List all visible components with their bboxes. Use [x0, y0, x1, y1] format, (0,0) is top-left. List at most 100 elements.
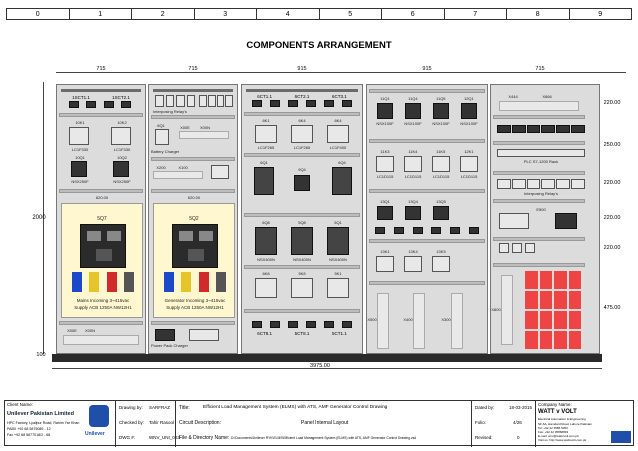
- grid-col-5: 5: [320, 9, 382, 19]
- dim-panel2: 715: [188, 66, 198, 72]
- contactor-label: 13K5: [436, 249, 446, 254]
- terminal-label: X500: [367, 317, 377, 322]
- contactor: [255, 125, 277, 143]
- current-transformer: [121, 101, 132, 108]
- contactor: [69, 127, 89, 145]
- ct-label: 1SCT2.1: [112, 95, 130, 100]
- company-address: SF-6A, Hamdard Road, Lahore Pakistan: [538, 422, 592, 426]
- air-circuit-breaker: [172, 224, 218, 268]
- grid-column-bar: 0 1 2 3 4 5 6 7 8 9: [6, 8, 632, 20]
- cable-trunking: [369, 89, 485, 93]
- current-transformer: [270, 321, 280, 328]
- contactor: [327, 278, 349, 298]
- dim-panel4: 915: [422, 66, 432, 72]
- ct-row: [248, 100, 356, 107]
- cable-trunking: [59, 113, 143, 117]
- mcb: [199, 95, 207, 107]
- mccb: [113, 161, 129, 177]
- panel-4: 11Q1 11Q4 11Q5 12Q1 NSX100F NSX100F NSX1…: [366, 84, 488, 354]
- revised-value: 0: [517, 435, 520, 440]
- ct-assembly: [68, 272, 138, 292]
- acb-door: 5Q2 Generator Incoming 3~415vac Supply A…: [153, 203, 235, 318]
- side-dimension-line: [43, 82, 44, 354]
- contactor-row: [371, 256, 455, 272]
- contactor: [327, 125, 349, 143]
- breaker-model: NSX100F: [376, 121, 394, 126]
- contactor: [432, 156, 450, 172]
- drawn-by-value: SARFRAZ: [149, 405, 171, 410]
- company-fax: Fax: +92 42 35868893: [538, 430, 569, 434]
- mccb: [291, 227, 313, 255]
- client-address: HPC Factory, Lyallpur Road, Rahim Yar Kh…: [7, 421, 80, 425]
- door-dimension: 620.00: [187, 195, 201, 200]
- interposing-relay: [155, 95, 164, 107]
- cable-trunking: [369, 281, 485, 285]
- breaker-model: NSX100F: [432, 121, 450, 126]
- dated-label: Dated by:: [475, 405, 495, 410]
- mcb: [554, 331, 567, 349]
- client-phone: PABX +92 68 5879089 - 12: [7, 427, 51, 431]
- current-transformer: [89, 272, 100, 292]
- panel-3: 6CT1.1 6CT2.1 6CT3.1 6K1 6K4 6K4 LC1F265…: [241, 84, 363, 354]
- base-dimension-label: 100: [36, 352, 46, 358]
- door-dimension: 620.00: [95, 195, 109, 200]
- brand-name: Unilever: [85, 431, 105, 437]
- current-transformer: [216, 272, 227, 292]
- ct-label: 6CT3.1: [331, 94, 347, 99]
- folio-label: Folio:: [475, 420, 487, 425]
- acb-caption: Supply ACB 1250A NW12H1: [74, 305, 132, 310]
- cable-trunking: [369, 139, 485, 143]
- cable-trunking: [369, 189, 485, 193]
- company-email[interactable]: E-mail: wnv@wattvvolt.com.pk: [538, 434, 579, 438]
- terminal-label: X300: [441, 317, 451, 322]
- grid-col-8: 8: [507, 9, 570, 19]
- contactor-label: 11K5: [436, 149, 446, 154]
- ct-row: [65, 101, 135, 108]
- contactor-label: 11K3: [380, 149, 390, 154]
- current-transformer: [342, 100, 352, 107]
- current-transformer: [324, 321, 334, 328]
- file-value: D:\Documents\Unilever RYK\ELMS\Efficient…: [231, 436, 417, 440]
- interposing-relay: [176, 95, 185, 107]
- mccb: [405, 103, 421, 119]
- cable-trunking: [493, 199, 585, 203]
- mcb: [525, 311, 538, 329]
- grid-col-4: 4: [257, 9, 320, 19]
- contactor-model: LC1D115: [432, 174, 450, 179]
- company-subtitle: Electrical Automation & Engineering: [538, 417, 586, 421]
- current-transformer: [306, 100, 316, 107]
- indicator-row: [499, 243, 579, 253]
- contactor-model: LC1F400: [329, 145, 347, 150]
- cable-trunking: [151, 157, 235, 161]
- company-website[interactable]: Visit us: http://www.wattvvolt.com.pk: [538, 438, 587, 442]
- right-dimension: 220.00: [603, 215, 621, 221]
- breaker-label: 10Q2: [117, 155, 127, 160]
- breaker-label: 9Q4: [298, 167, 306, 172]
- terminal-label: X800: [491, 307, 501, 312]
- circuit-value: Panel Internal Layout: [301, 420, 349, 426]
- breaker-label: 6Q1: [157, 123, 165, 128]
- terminal-label: X666: [542, 94, 552, 99]
- grid-col-9: 9: [598, 11, 603, 18]
- power-pack-caption: Power Pack Charger: [151, 343, 188, 348]
- acb-caption: Mains Incoming 3~415vac: [76, 298, 130, 303]
- unilever-logo: [89, 405, 109, 427]
- battery-charger-unit: [155, 129, 169, 145]
- terminal-label: X00N: [199, 125, 210, 130]
- panel-2: Interposing Relay's 6Q1 Battery Charger …: [148, 84, 238, 354]
- cable-trunking: [59, 321, 143, 325]
- panel-5: X444 X666 PLC S7-1200 Rack Interposing R…: [490, 84, 600, 354]
- mccb: [332, 167, 352, 195]
- current-transformer: [103, 101, 114, 108]
- breaker-label: 5Q8: [298, 220, 306, 225]
- contactor: [111, 127, 131, 145]
- right-dimension: 220.00: [603, 245, 621, 251]
- contactor-model: LC1F330: [113, 147, 131, 152]
- mcb: [525, 271, 538, 289]
- mccb: [377, 103, 393, 119]
- din-rail: [153, 89, 233, 92]
- mcb: [568, 271, 581, 289]
- relay-bank: [155, 95, 195, 107]
- mcb: [539, 331, 552, 349]
- breaker-model: NSX400N: [293, 257, 311, 262]
